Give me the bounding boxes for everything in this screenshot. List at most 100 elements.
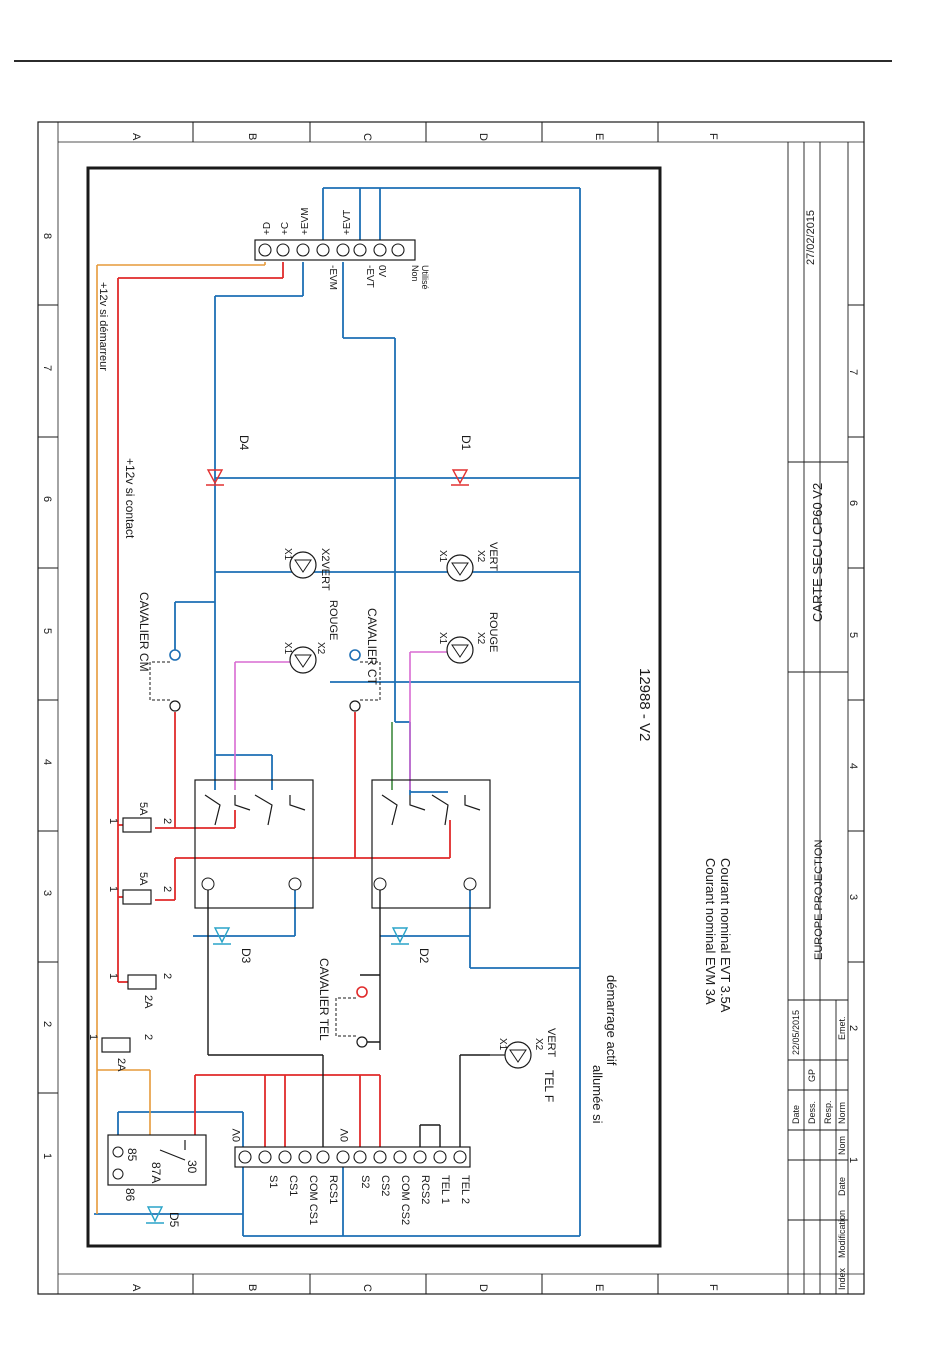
red-wires <box>117 262 451 1150</box>
cavalier-cm: CAVALIER CM <box>137 592 181 712</box>
connector-label-utilise: Utilisé <box>420 265 430 290</box>
grid-letter-e: E <box>593 133 605 140</box>
top-connector: +D +C +EVM +EVT -EVM -EVT 0V Non Utilisé <box>254 207 430 290</box>
led5-x2: X2 <box>533 1038 544 1051</box>
date-value: 22/05/2015 <box>791 1010 801 1055</box>
label-resp: Resp. <box>823 1100 833 1124</box>
fuse4-pin1: 1 <box>87 1034 99 1040</box>
fuse1-label: 5A <box>137 802 149 816</box>
cavalier-tel: CAVALIER TEL <box>317 958 368 1048</box>
pin-cs2: CS2 <box>379 1175 391 1196</box>
led3-x1: X1 <box>437 550 448 563</box>
connector-label-non: Non <box>410 265 420 282</box>
pin-com-cs1: COM CS1 <box>307 1175 319 1225</box>
led-tel: X1 X2 VERT TEL F <box>490 1028 557 1102</box>
fuse2-label: 5A <box>137 872 149 886</box>
label-date: Date <box>791 1105 801 1124</box>
relay-pin-30: 30 <box>185 1160 199 1174</box>
ov-label-1: 0V <box>231 1128 243 1142</box>
fuse4-label: 2A <box>115 1058 127 1072</box>
d1-label: D1 <box>459 435 473 451</box>
cavalier-tel-label: CAVALIER TEL <box>317 958 331 1041</box>
nominal-evm: Courant nominal EVM 3A <box>703 858 718 1005</box>
led-x2-rouge-bottom: X1 X2 ROUGE <box>437 612 499 664</box>
grid-number-4: 4 <box>41 759 53 765</box>
label-index: Index <box>837 1267 847 1290</box>
grid-letter-d: D <box>477 133 489 141</box>
label-modification: Modification <box>837 1210 847 1258</box>
pin-com-cs2: COM CS2 <box>399 1175 411 1225</box>
cavalier-ct: CAVALIER CT <box>349 608 381 712</box>
label-emet: Emet. <box>837 1016 847 1040</box>
grid-letter-a-bottom: A <box>130 1284 142 1292</box>
drawing-title: CARTE SECU CP60 V2 <box>810 483 825 622</box>
grid-numbers-left: 8 7 6 5 4 3 2 1 <box>41 233 53 1159</box>
connector-label-evt-minus: -EVT <box>364 265 375 288</box>
pin-tel2: TEL 2 <box>459 1175 471 1204</box>
grid-number-3: 3 <box>41 890 53 896</box>
relay-pin-87a: 87A <box>149 1162 163 1183</box>
grid-number-right-7: 7 <box>847 369 859 375</box>
grid-number-2: 2 <box>41 1021 53 1027</box>
grid-number-5: 5 <box>41 628 53 634</box>
grid-number-1: 1 <box>41 1153 53 1159</box>
grid-letter-c: C <box>361 133 373 141</box>
grid-number-right-4: 4 <box>847 763 859 769</box>
grid-number-right-3: 3 <box>847 894 859 900</box>
label-date-2: Date <box>837 1177 847 1196</box>
pink-green-wires <box>234 651 460 790</box>
grid-letter-c-bottom: C <box>361 1284 373 1292</box>
tel-f-label: TEL F <box>542 1070 556 1102</box>
board-outline <box>86 166 662 1248</box>
led-x2-vert-top: X1 X2VERT <box>282 548 331 591</box>
fuse1-pin1: 1 <box>107 818 119 824</box>
led3-x2: X2 <box>475 550 486 563</box>
grid-letters-top: A B C D E F <box>130 133 719 141</box>
dess-value: GP <box>807 1069 817 1082</box>
led4-rouge: ROUGE <box>487 612 499 652</box>
led2-x2: X2 <box>315 642 326 655</box>
diode-d1: D1 <box>451 435 473 486</box>
top-date: 27/02/2015 <box>805 210 817 265</box>
led1-x2vert: X2VERT <box>319 548 331 591</box>
ov-label-2: 0V <box>339 1128 351 1142</box>
pin-rcs1: RCS1 <box>327 1175 339 1204</box>
led2-x1: X1 <box>282 642 293 655</box>
pin-rcs2: RCS2 <box>419 1175 431 1204</box>
label-norm: Norm <box>837 1102 847 1124</box>
grid-letter-a: A <box>130 133 142 141</box>
label-nom: Nom <box>837 1136 847 1155</box>
label-allumee: allumée si <box>590 1065 605 1124</box>
led-x2-rouge-top: X1 X2 ROUGE <box>282 600 339 674</box>
cavalier-cm-label: CAVALIER CM <box>137 592 151 672</box>
d4-label: D4 <box>237 435 251 451</box>
grid-letter-f: F <box>707 133 719 140</box>
top-rule <box>14 60 892 62</box>
led5-vert: VERT <box>545 1028 557 1057</box>
relay-block: 85 86 87A 30 <box>107 1134 207 1202</box>
relay-module-1 <box>194 779 314 909</box>
title-block <box>787 142 849 1294</box>
bottom-connector: 0V 0V S1 CS1 COM CS1 RCS1 S2 CS2 COM CS2… <box>231 1128 471 1225</box>
fuse4-pin2: 2 <box>142 1034 154 1040</box>
pin-s2: S2 <box>359 1175 371 1188</box>
label-12v-demarreur: +12v si démarreur <box>97 282 109 371</box>
connector-label-evt-plus: +EVT <box>342 210 353 235</box>
relay-pin-85: 85 <box>125 1148 139 1162</box>
grid-letter-e-bottom: E <box>593 1284 605 1291</box>
label-12v-contact: +12v si contact <box>123 458 137 539</box>
orange-wire <box>96 262 266 1214</box>
grid-letter-f-bottom: F <box>707 1284 719 1291</box>
pin-tel1: TEL 1 <box>439 1175 451 1204</box>
grid-letters-bottom: A B C D E F <box>130 1284 719 1292</box>
grid-number-right-6: 6 <box>847 500 859 506</box>
led-x2-vert-bottom: X1 X2 VERT <box>437 542 499 582</box>
fuse2-pin1: 1 <box>107 886 119 892</box>
grid-number-6: 6 <box>41 496 53 502</box>
led1-x1: X1 <box>282 548 293 561</box>
connector-label-evm-minus: -EVM <box>327 265 338 290</box>
grid-numbers-right: 7 6 5 4 3 2 1 <box>847 369 859 1163</box>
grid-number-right-5: 5 <box>847 632 859 638</box>
led5-x1: X1 <box>497 1038 508 1051</box>
